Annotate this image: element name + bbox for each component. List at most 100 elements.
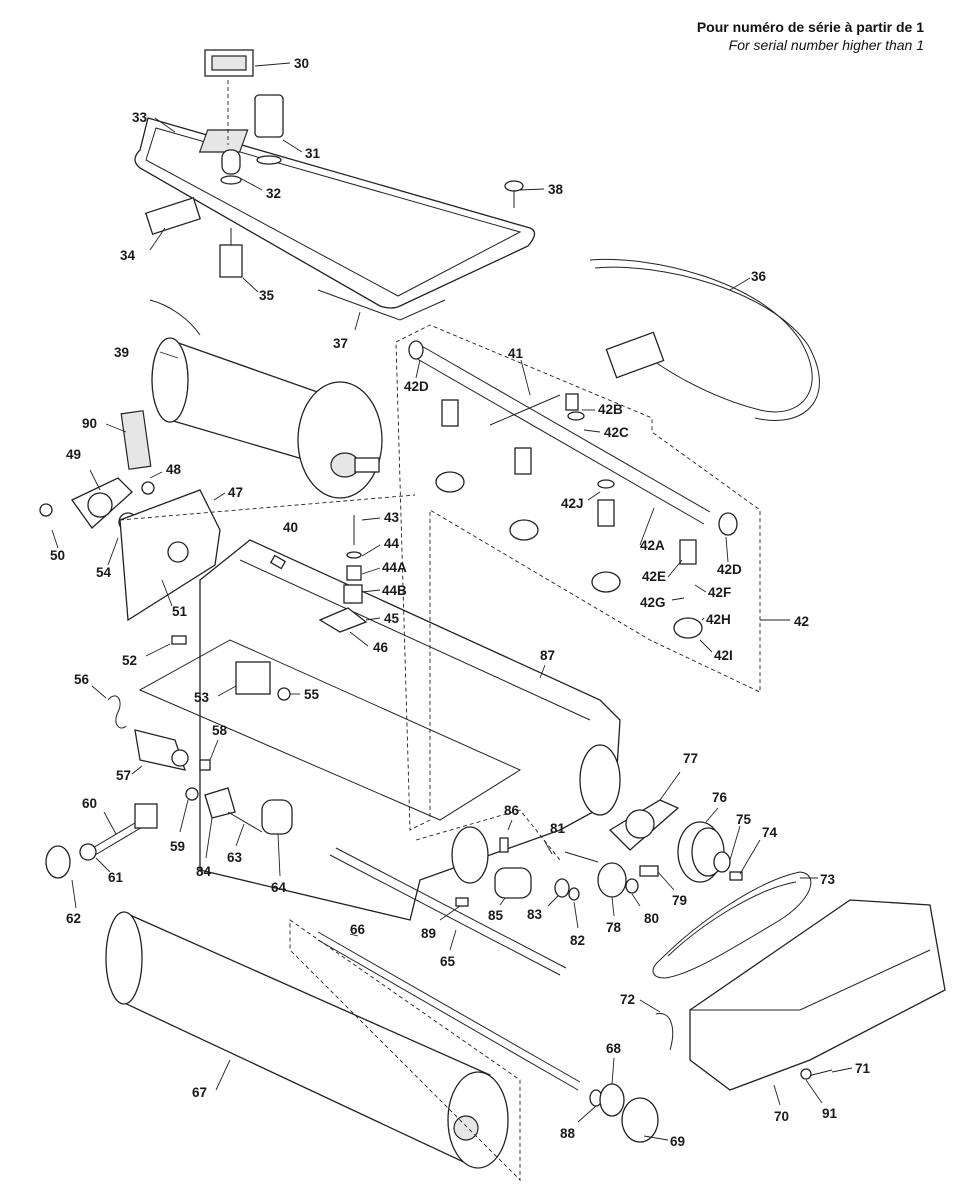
label-62: 62 xyxy=(66,911,81,926)
label-74: 74 xyxy=(762,825,778,840)
label-48: 48 xyxy=(166,462,182,477)
label-42A: 42A xyxy=(640,538,665,553)
label-42I: 42I xyxy=(714,648,733,663)
label-42D-right: 42D xyxy=(717,562,742,577)
label-85: 85 xyxy=(488,908,504,923)
header-english: For serial number higher than 1 xyxy=(728,37,924,53)
label-69: 69 xyxy=(670,1134,685,1149)
kit-outline xyxy=(395,324,761,831)
label-84: 84 xyxy=(196,864,212,879)
panel-gasket xyxy=(317,289,446,321)
label-42G: 42G xyxy=(640,595,666,610)
label-52: 52 xyxy=(122,653,137,668)
label-44A: 44A xyxy=(382,560,407,575)
label-sticker xyxy=(120,410,152,470)
adjust-bolt xyxy=(45,803,158,879)
label-89: 89 xyxy=(421,926,436,941)
relay-module xyxy=(235,661,271,695)
label-86: 86 xyxy=(504,803,520,818)
label-80: 80 xyxy=(644,911,659,926)
label-83: 83 xyxy=(527,907,543,922)
diagram-header: Pour numéro de série à partir de 1 For s… xyxy=(697,18,924,54)
electric-motor xyxy=(149,299,383,499)
label-32: 32 xyxy=(266,186,281,201)
power-cord xyxy=(589,258,820,421)
label-43: 43 xyxy=(384,510,400,525)
label-68: 68 xyxy=(606,1041,622,1056)
label-37: 37 xyxy=(333,336,348,351)
label-81: 81 xyxy=(550,821,566,836)
label-73: 73 xyxy=(820,872,836,887)
label-91: 91 xyxy=(822,1106,838,1121)
water-kit-bar xyxy=(408,340,738,536)
label-76: 76 xyxy=(712,790,728,805)
label-38: 38 xyxy=(548,182,564,197)
label-65: 65 xyxy=(440,954,456,969)
label-42E: 42E xyxy=(642,569,666,584)
terminal-block xyxy=(145,196,201,236)
housing-screw xyxy=(269,554,287,570)
label-58: 58 xyxy=(212,723,228,738)
label-41: 41 xyxy=(508,346,524,361)
label-50: 50 xyxy=(50,548,65,563)
rocker-switch xyxy=(204,49,254,145)
label-53: 53 xyxy=(194,690,210,705)
label-82: 82 xyxy=(570,933,585,948)
brush-outline xyxy=(289,919,521,1182)
label-78: 78 xyxy=(606,920,622,935)
label-42F: 42F xyxy=(708,585,731,600)
label-79: 79 xyxy=(672,893,687,908)
leader-lines xyxy=(51,62,853,1141)
relay-component xyxy=(219,228,243,278)
brush-roller xyxy=(105,911,509,1169)
label-35: 35 xyxy=(259,288,275,303)
brush-axle xyxy=(317,931,581,1083)
drive-belt xyxy=(652,871,812,979)
label-44B: 44B xyxy=(382,583,407,598)
label-56: 56 xyxy=(74,672,90,687)
label-42C: 42C xyxy=(604,425,629,440)
label-42H: 42H xyxy=(706,612,731,627)
label-90: 90 xyxy=(82,416,97,431)
label-51: 51 xyxy=(172,604,188,619)
label-42B: 42B xyxy=(598,402,623,417)
label-59: 59 xyxy=(170,839,185,854)
label-57: 57 xyxy=(116,768,131,783)
label-66: 66 xyxy=(350,922,366,937)
label-46: 46 xyxy=(373,640,389,655)
label-30: 30 xyxy=(294,56,309,71)
label-36: 36 xyxy=(751,269,767,284)
label-47: 47 xyxy=(228,485,243,500)
label-33: 33 xyxy=(132,110,148,125)
label-88: 88 xyxy=(560,1126,576,1141)
label-61: 61 xyxy=(108,870,124,885)
label-44: 44 xyxy=(384,536,400,551)
panel-screw xyxy=(504,180,524,208)
label-70: 70 xyxy=(774,1109,789,1124)
label-40: 40 xyxy=(283,520,298,535)
label-34: 34 xyxy=(120,248,136,263)
cover-gasket xyxy=(655,1013,674,1051)
label-42D-left: 42D xyxy=(404,379,429,394)
label-42: 42 xyxy=(794,614,809,629)
indicator-lamp xyxy=(220,149,242,185)
nozzle-assemblies xyxy=(435,393,703,639)
label-77: 77 xyxy=(683,751,698,766)
label-72: 72 xyxy=(620,992,635,1007)
main-housing xyxy=(138,539,621,921)
label-67: 67 xyxy=(192,1085,207,1100)
cable-gland xyxy=(254,94,284,165)
label-42J: 42J xyxy=(561,496,584,511)
label-45: 45 xyxy=(384,611,400,626)
label-71: 71 xyxy=(855,1061,871,1076)
part-labels: 30 31 32 33 34 35 36 37 38 39 40 41 42 4… xyxy=(50,56,871,1149)
header-french: Pour numéro de série à partir de 1 xyxy=(696,19,924,35)
label-49: 49 xyxy=(66,447,81,462)
pivot-bolt-stack xyxy=(318,515,368,633)
belt-cover xyxy=(689,899,946,1091)
bearing-assembly-right xyxy=(608,799,680,851)
label-31: 31 xyxy=(305,146,321,161)
label-75: 75 xyxy=(736,812,752,827)
idler-roller xyxy=(494,867,532,899)
